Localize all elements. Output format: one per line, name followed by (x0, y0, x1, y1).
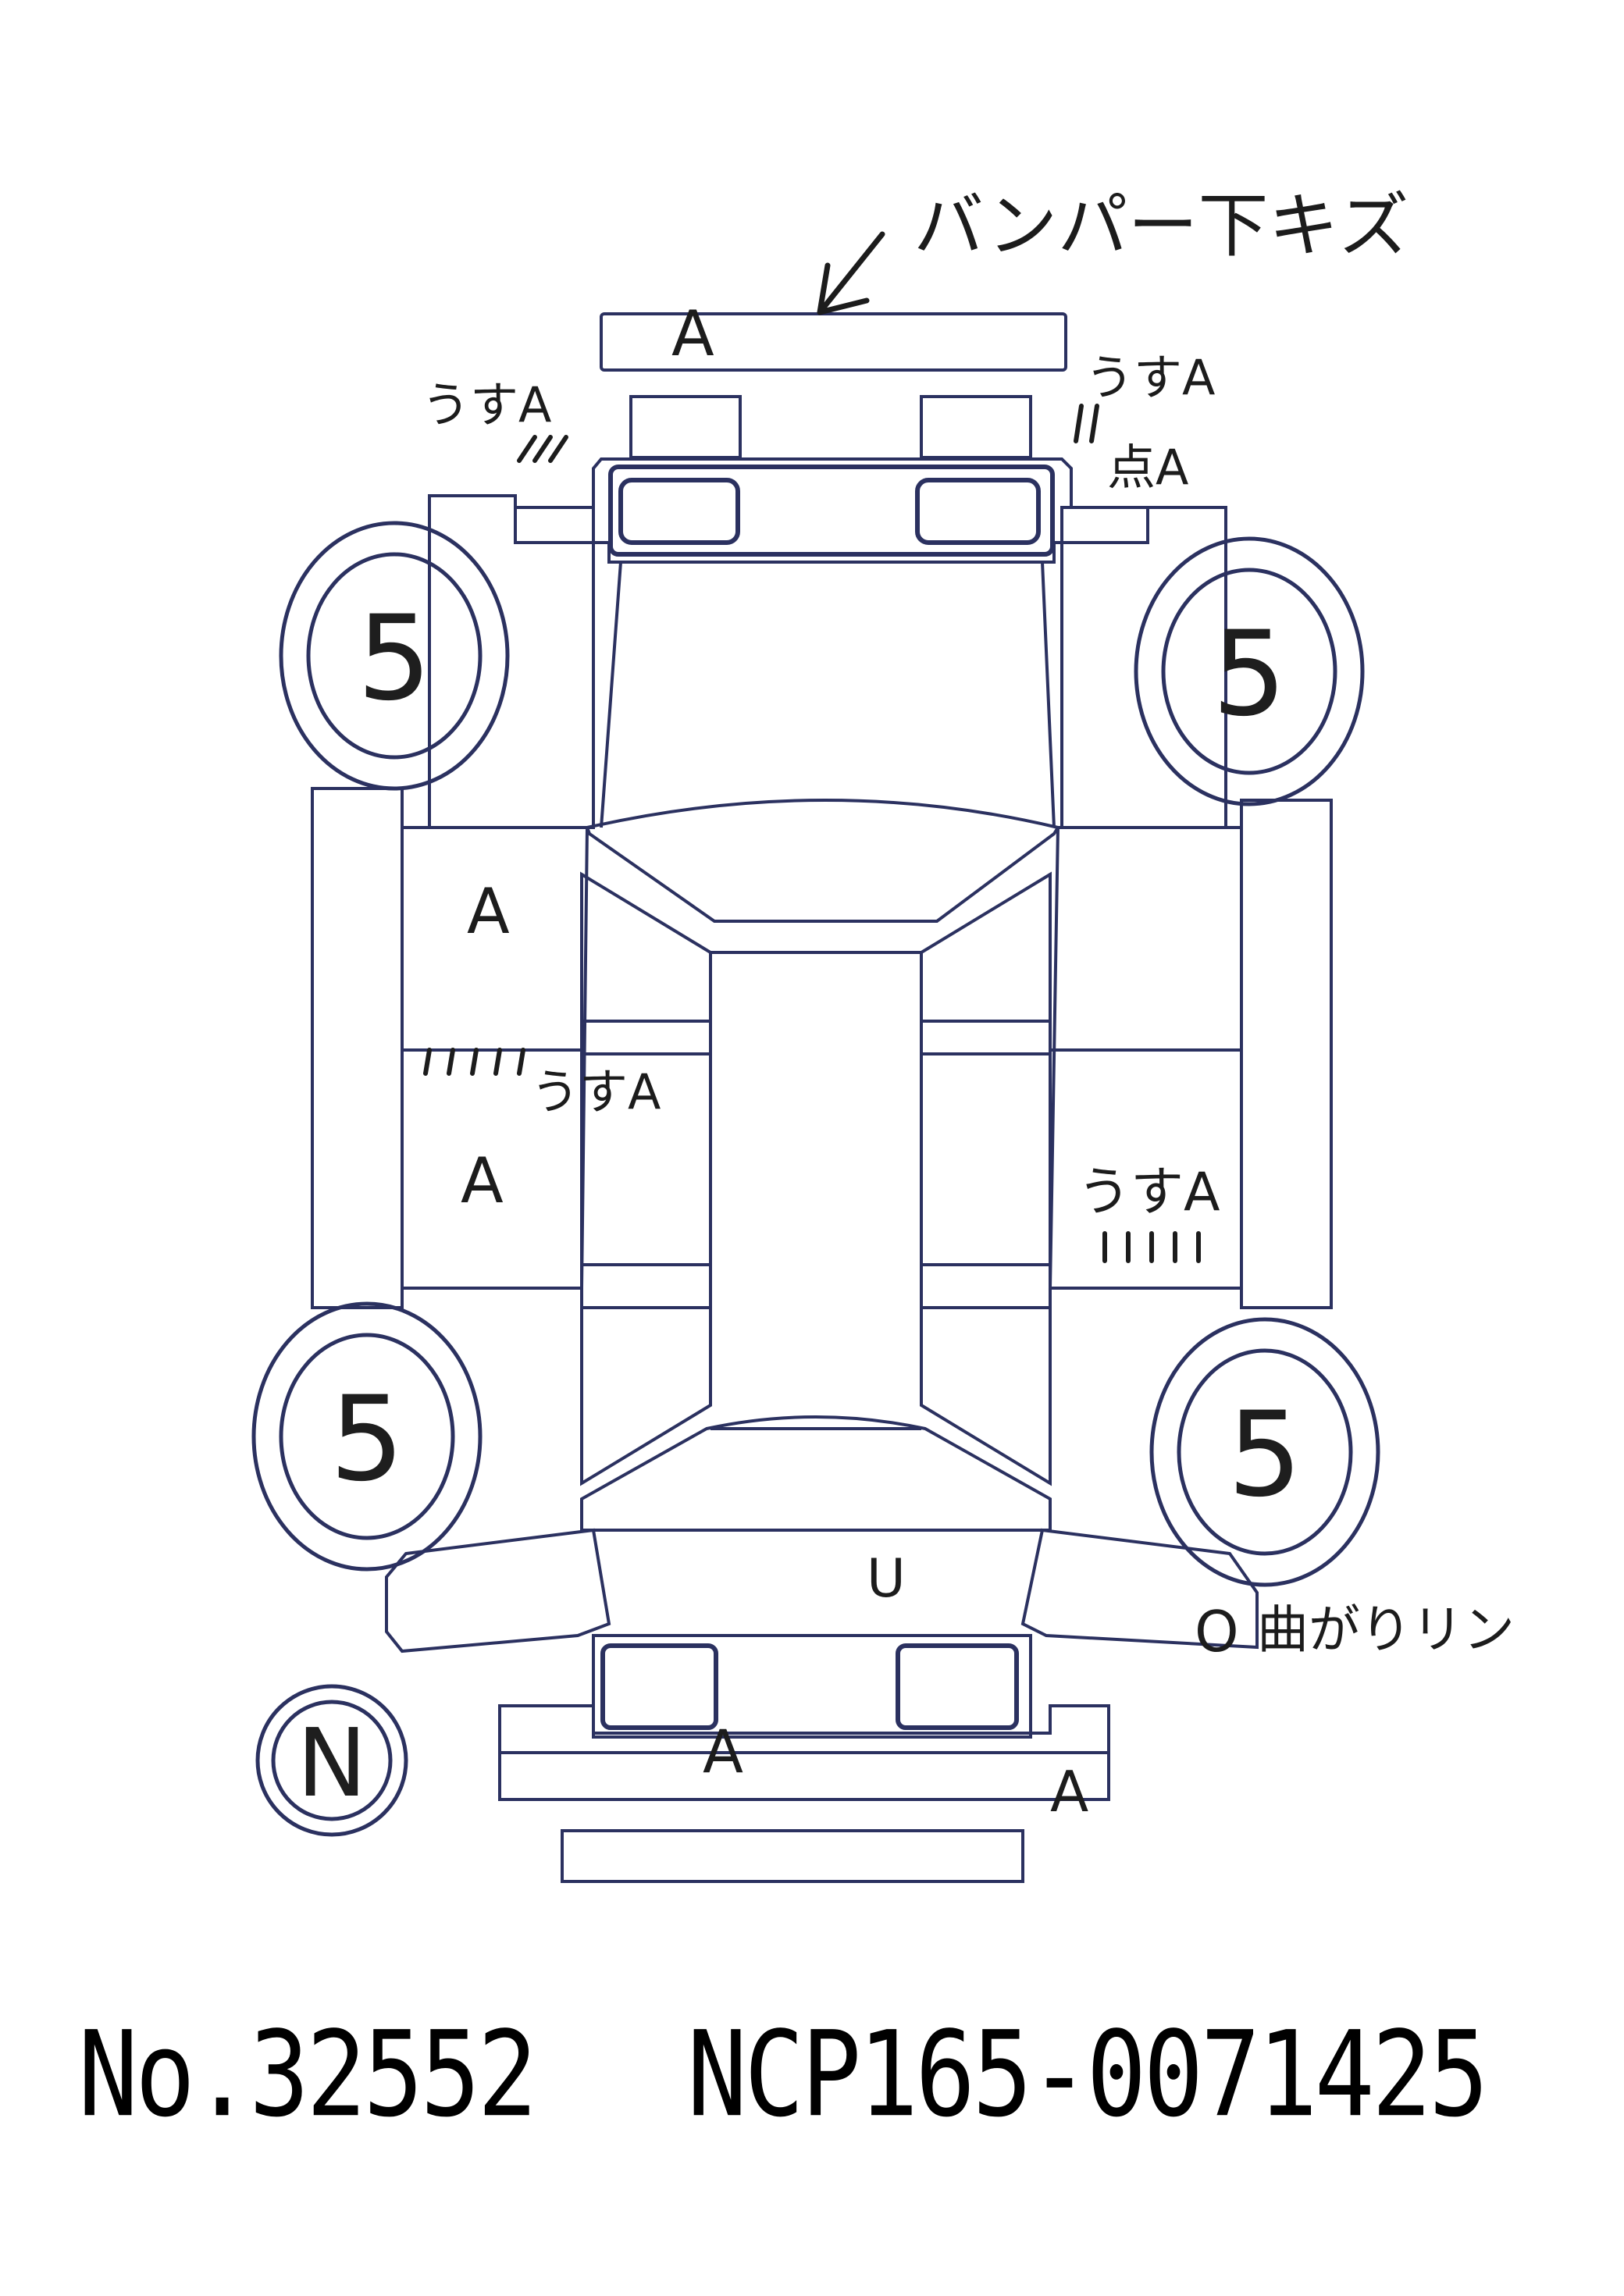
rear-left-quarter (385, 1528, 611, 1653)
tire-rear-left-grade: 5 (329, 1372, 404, 1508)
car-outline (311, 312, 1333, 1883)
front-left-hatch (517, 435, 568, 463)
front-right-light (920, 395, 1032, 459)
windshield (585, 799, 1061, 923)
mark-rear-right-circle: O (1195, 1599, 1239, 1664)
tire-rear-right (1149, 1317, 1380, 1587)
tire-front-right (1134, 536, 1365, 806)
front-right-hatch (1074, 404, 1099, 443)
tire-front-left-grade: 5 (357, 591, 431, 727)
lot-number: No.32552 (78, 2006, 537, 2144)
mark-rear-right-note: 曲がりリン (1257, 1600, 1515, 1660)
rear-bumper-panel (498, 1704, 1110, 1801)
front-left-lamp (618, 478, 740, 545)
left-sill (311, 787, 404, 1309)
tire-spare (255, 1684, 408, 1837)
rear-right-quarter (1020, 1528, 1259, 1650)
mark-left-rear-door-note: うすA (531, 1063, 661, 1120)
rear-left-lamp (600, 1643, 718, 1730)
right-rear-door-hatch (1102, 1231, 1201, 1263)
rear-step-panel (561, 1829, 1024, 1883)
chassis-number: NCP165-0071425 (687, 2006, 1489, 2144)
mark-front-left-corner: うすA (422, 376, 551, 433)
mark-rear-bumper: A (703, 1717, 743, 1786)
bumper-arrow (817, 231, 885, 315)
roof-and-cabin (580, 871, 1052, 1486)
front-left-light (629, 395, 742, 459)
mark-front-right-corner: うすA (1085, 349, 1215, 406)
mark-front-bumper: A (671, 297, 714, 370)
right-sill (1240, 799, 1333, 1309)
rear-right-lamp (896, 1643, 1019, 1730)
front-bumper-panel (600, 312, 1067, 372)
mark-left-rear-door: A (461, 1144, 504, 1217)
left-rear-door-hatch (423, 1048, 525, 1076)
mark-rear-center: U (867, 1548, 906, 1610)
tire-rear-right-grade: 5 (1227, 1387, 1302, 1523)
front-grille-outer (608, 465, 1055, 557)
tire-spare-grade: N (297, 1710, 367, 1818)
mark-front-right-point: 点A (1107, 439, 1188, 496)
hood-outline (600, 561, 1056, 828)
front-right-lamp (915, 478, 1041, 545)
mark-rear-bumper-corner: A (1050, 1759, 1088, 1824)
bumper-scratch-note: バンパー下キズ (914, 185, 1409, 267)
tire-front-right-grade: 5 (1212, 607, 1286, 742)
front-right-fender (1060, 506, 1227, 829)
mark-right-rear-door: うすA (1077, 1162, 1220, 1223)
footer: No.32552 NCP165-0071425 (0, 2006, 1624, 2154)
rear-window (580, 1415, 1052, 1532)
mark-left-front-door: A (467, 875, 510, 948)
rear-lamp-housing (592, 1634, 1032, 1739)
tire-front-left (279, 521, 510, 791)
tire-rear-left (251, 1301, 483, 1572)
front-left-fender (428, 494, 595, 829)
